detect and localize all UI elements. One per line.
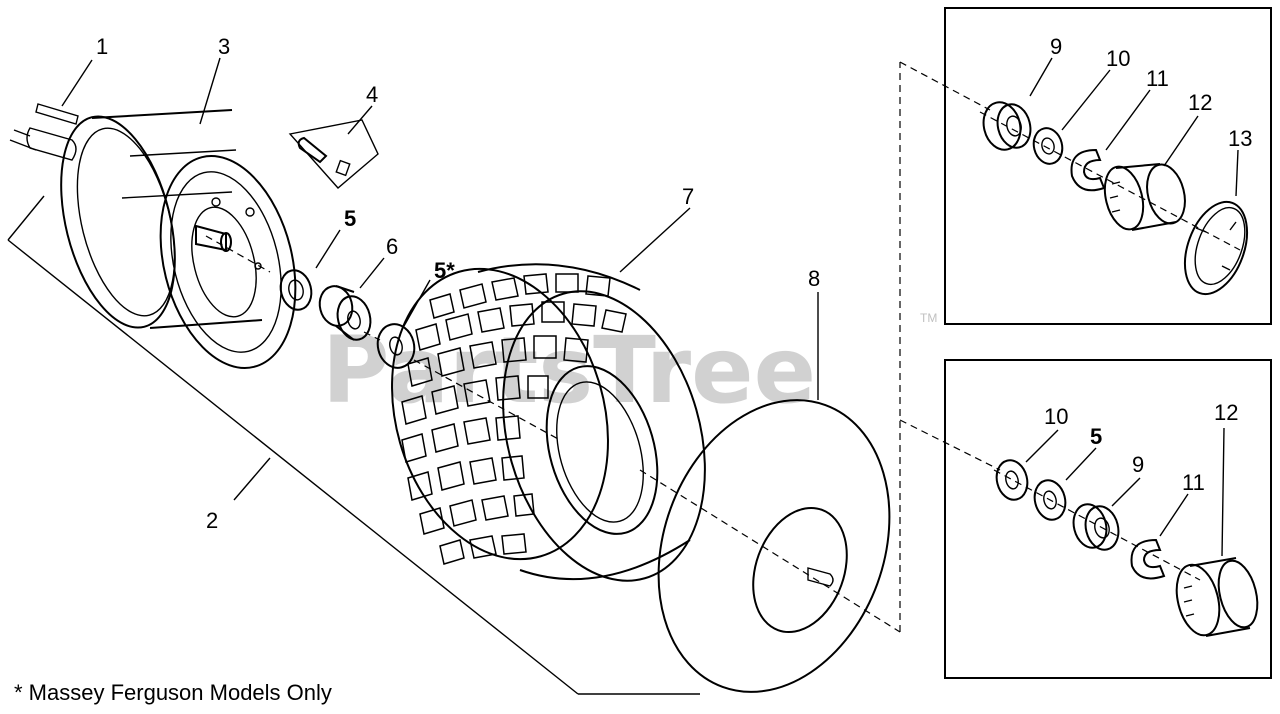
part-5-washer[interactable] (277, 267, 316, 313)
inset-top-callout-12: 12 (1188, 90, 1212, 115)
inset-bottom-part-11-clip[interactable] (1130, 538, 1166, 580)
inset-bottom-callout-11: 11 (1182, 470, 1205, 495)
part-8-inner-tube[interactable] (619, 367, 928, 714)
part-3-rim[interactable] (41, 105, 316, 383)
inset-bottom-callout-9: 9 (1132, 452, 1144, 477)
inset-top-callout-10: 10 (1106, 46, 1130, 71)
inset-bottom-part-12-cap[interactable] (1170, 557, 1264, 640)
callout-4: 4 (366, 82, 378, 107)
callout-7: 7 (682, 184, 694, 209)
inset-top-part-12-cap[interactable] (1099, 161, 1191, 234)
main-callouts: 1 3 4 5 6 5* 7 8 2 (96, 34, 820, 533)
inset-top-callout-11: 11 (1146, 66, 1169, 91)
part-4-valve-stem[interactable] (288, 119, 379, 189)
inset-bottom-callout-12: 12 (1214, 400, 1238, 425)
inset-bottom-frame (944, 359, 1272, 679)
inset-bottom-part-5-washer[interactable] (1031, 477, 1070, 523)
callout-1: 1 (96, 34, 108, 59)
callout-2: 2 (206, 508, 218, 533)
leader-lines (61, 57, 819, 501)
inset-top-callout-13: 13 (1228, 126, 1252, 151)
callout-3: 3 (218, 34, 230, 59)
inset-top: 9 10 11 12 13 (944, 7, 1272, 325)
inset-bottom-part-9-bushing[interactable] (1069, 501, 1123, 553)
inset-top-part-9-bushing[interactable] (979, 98, 1035, 153)
inset-top-part-13-hubcap[interactable] (1173, 193, 1258, 302)
inset-bottom: 10 5 9 11 12 (944, 359, 1272, 679)
watermark-text: PartsTree (322, 317, 816, 424)
inset-bottom-part-10-washer[interactable] (993, 457, 1032, 503)
watermark-trademark: TM (920, 311, 937, 325)
footnote: * Massey Ferguson Models Only (14, 680, 332, 705)
callout-6: 6 (386, 234, 398, 259)
part-2-assembly-bracket (7, 195, 700, 695)
part-5-star-washer[interactable] (373, 320, 419, 371)
callout-8: 8 (808, 266, 820, 291)
inset-top-part-10-washer[interactable] (1030, 125, 1066, 167)
part-1-keys[interactable] (9, 103, 79, 161)
callout-5-star: 5* (434, 258, 455, 283)
inset-top-callout-9: 9 (1050, 34, 1062, 59)
part-6-spacer[interactable] (316, 283, 375, 343)
inset-bottom-callout-10: 10 (1044, 404, 1068, 429)
inset-bottom-callout-5: 5 (1090, 424, 1102, 449)
part-7-tire[interactable] (359, 243, 737, 605)
inset-top-part-11-clip[interactable] (1070, 148, 1106, 192)
callout-5: 5 (344, 206, 356, 231)
inset-top-frame (944, 7, 1272, 325)
